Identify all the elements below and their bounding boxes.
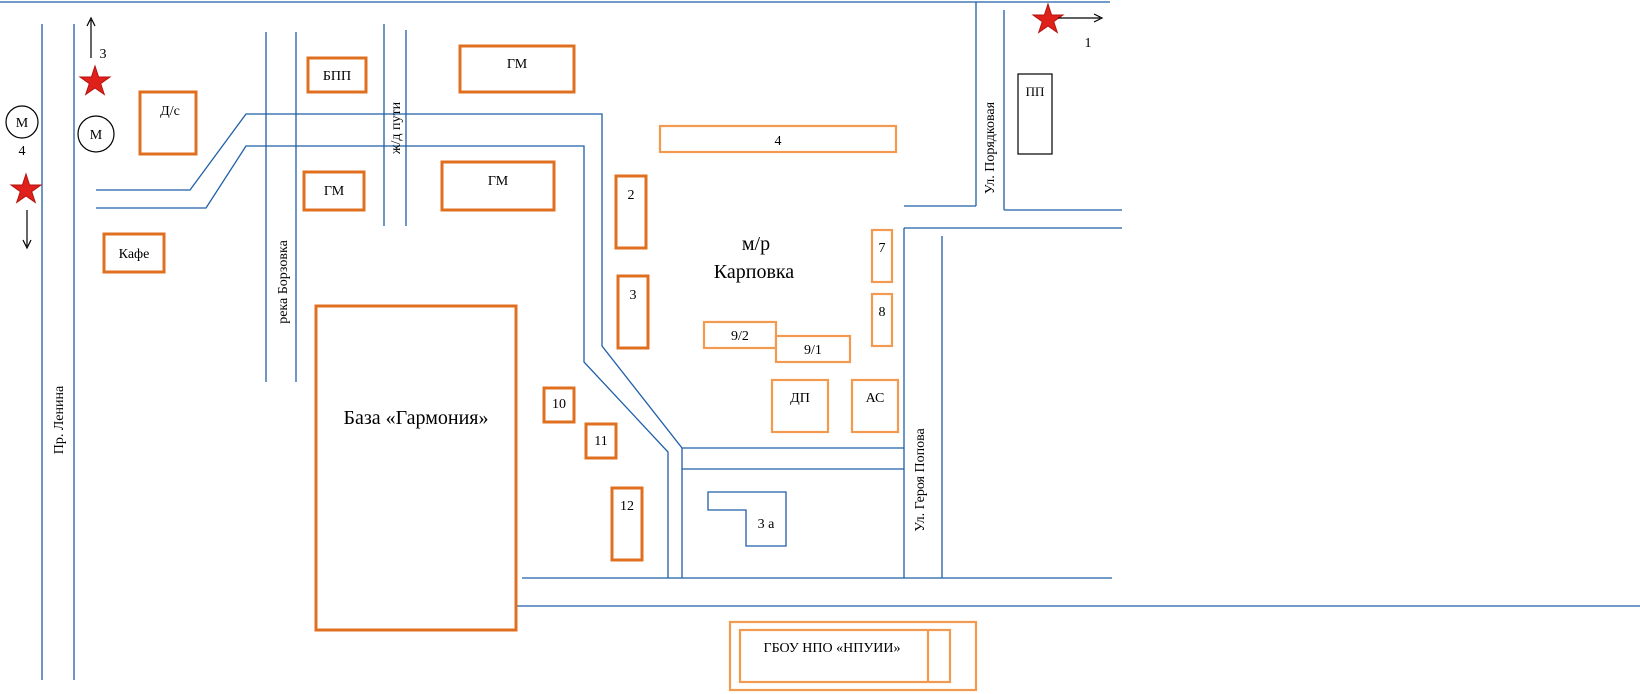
building-cafe-label: Кафе: [119, 247, 150, 262]
building-bpp-label: БПП: [323, 69, 351, 84]
district-label-line2: Карповка: [714, 261, 795, 283]
star-icon-route-4: [9, 172, 43, 204]
building-11: 11: [584, 422, 618, 460]
street-label-geroya-popova: Ул. Героя Попова: [913, 427, 928, 531]
building-2: 2: [614, 174, 648, 250]
building-11-label: 11: [594, 434, 607, 449]
building-pp: ПП: [1017, 73, 1053, 155]
building-gm-top: ГМ: [458, 44, 576, 94]
building-9-1-label: 9/1: [804, 343, 822, 358]
street-label-lenina: Пр. Ленина: [52, 385, 67, 454]
building-10-label: 10: [552, 397, 566, 412]
street-label-railway: ж/д пути: [389, 101, 404, 155]
metro-icon-right: М: [77, 115, 115, 153]
building-school: ГБОУ НПО «НПУИИ»: [728, 620, 978, 692]
building-12: 12: [610, 486, 644, 562]
building-4-label: 4: [775, 134, 782, 149]
building-cafe: Кафе: [102, 232, 166, 274]
route-4-label: 4: [19, 144, 26, 159]
building-gm-mid-label: ГМ: [488, 174, 509, 189]
building-as-label: АС: [866, 391, 885, 406]
building-pp-label: ПП: [1026, 84, 1045, 99]
street-label-borzovka: река Борзовка: [276, 239, 291, 323]
building-gm-left: ГМ: [302, 170, 366, 212]
building-9-2-label: 9/2: [731, 329, 749, 344]
building-9-2: 9/2: [702, 320, 778, 350]
building-8: 8: [870, 292, 894, 348]
building-10: 10: [542, 386, 576, 424]
building-gm-mid: ГМ: [440, 160, 556, 212]
building-ds-label: Д/с: [160, 104, 180, 119]
metro-right-label: М: [90, 128, 103, 143]
road-network: [0, 1, 1640, 680]
building-8-label: 8: [879, 305, 886, 320]
arrow-icon-route-4: [22, 210, 32, 250]
building-gm-left-label: ГМ: [324, 184, 345, 199]
metro-left-label: М: [16, 116, 29, 131]
building-as: АС: [850, 378, 900, 434]
building-dp-label: ДП: [790, 391, 810, 406]
metro-icon-left: М: [5, 105, 39, 139]
building-school-label: ГБОУ НПО «НПУИИ»: [764, 641, 901, 656]
building-3-label: 3: [630, 288, 637, 303]
route-3-label: 3: [100, 47, 107, 62]
arrow-icon-route-3: [86, 16, 96, 58]
building-7-label: 7: [879, 241, 886, 256]
building-ds: Д/с: [138, 90, 198, 156]
building-4: 4: [658, 124, 898, 154]
building-3a-label: 3 а: [758, 517, 776, 532]
building-2-label: 2: [628, 188, 635, 203]
building-gm-top-label: ГМ: [507, 57, 528, 72]
building-12-label: 12: [620, 499, 634, 514]
building-garmonia-label: База «Гармония»: [343, 407, 488, 429]
route-1-label: 1: [1085, 36, 1092, 51]
star-icon-route-3: [78, 64, 112, 96]
arrow-icon-route-1: [1058, 13, 1104, 23]
building-3: 3: [616, 274, 650, 350]
district-label-line1: м/р: [742, 233, 770, 255]
star-icon-route-1: [1031, 2, 1065, 34]
building-garmonia: База «Гармония»: [314, 304, 518, 632]
building-dp: ДП: [770, 378, 830, 434]
building-bpp: БПП: [306, 56, 368, 94]
building-9-1: 9/1: [774, 334, 852, 364]
building-7: 7: [870, 228, 894, 284]
street-label-poryadkovaya: Ул. Порядковая: [983, 101, 998, 194]
